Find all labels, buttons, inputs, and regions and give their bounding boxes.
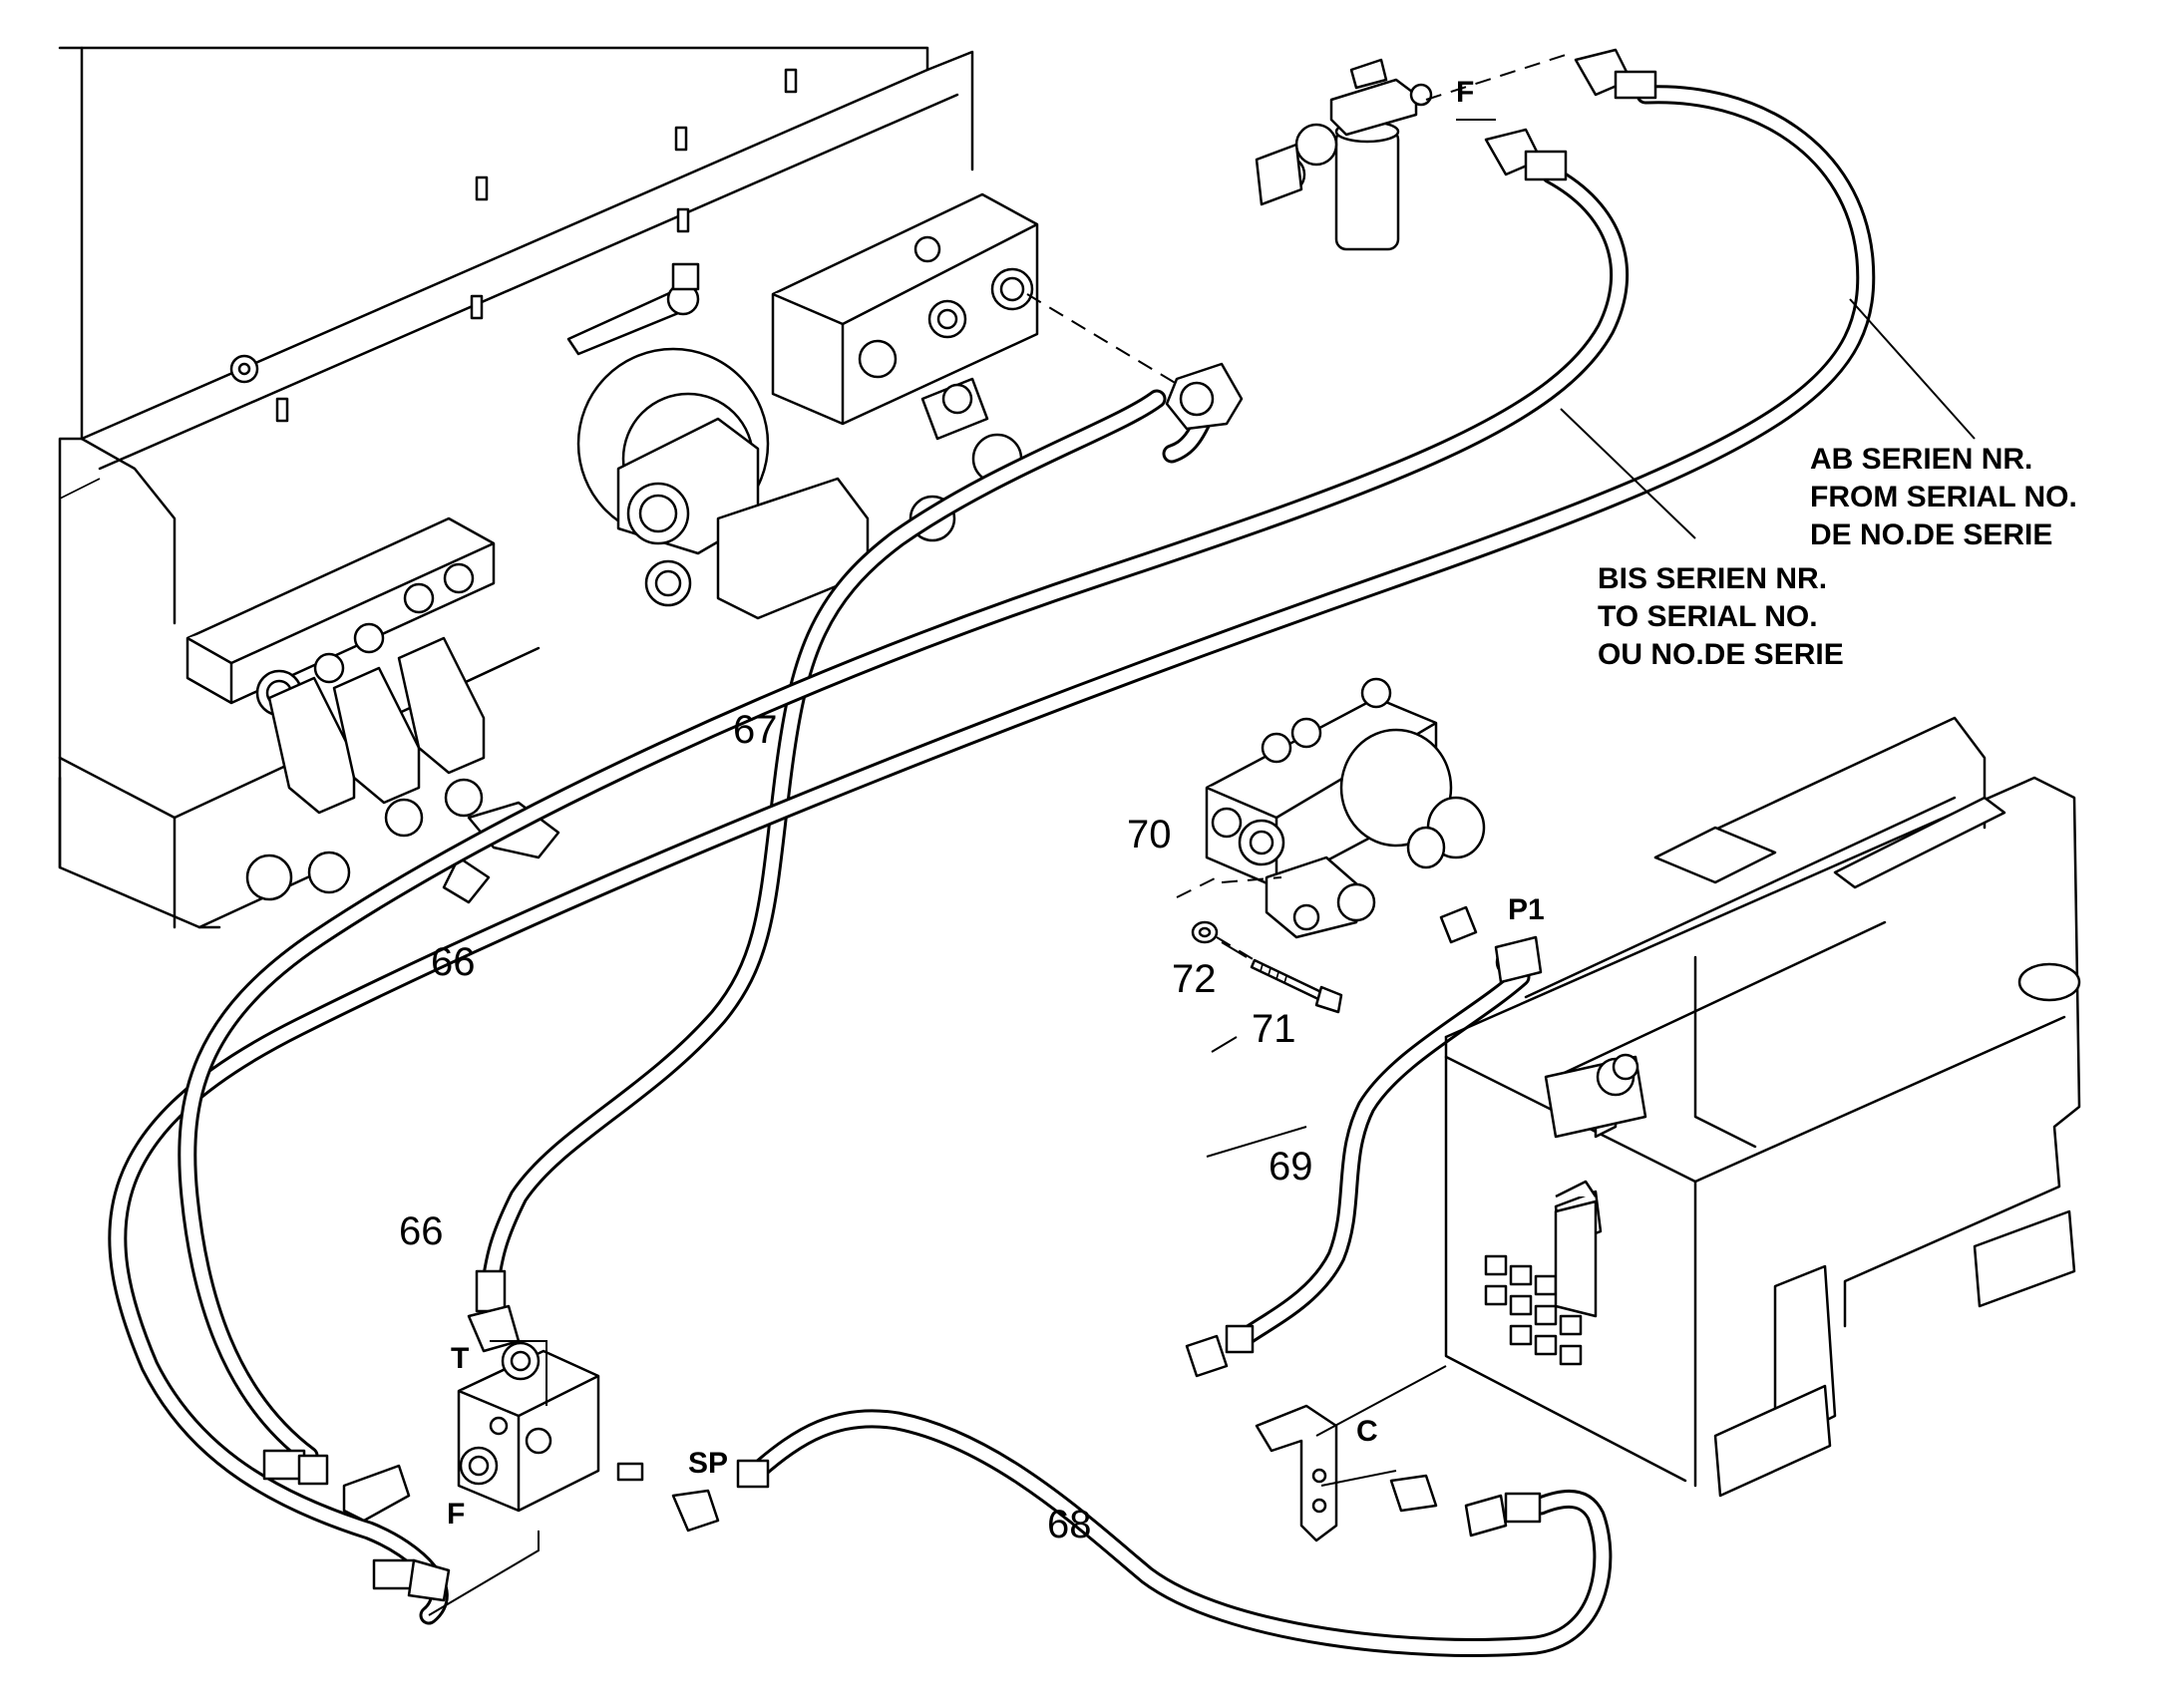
control-valve-70	[1205, 677, 1486, 939]
note-to-line-2: TO SERIAL NO.	[1598, 600, 1818, 633]
label-68: 68	[1047, 1503, 1092, 1546]
pump-assembly	[566, 262, 870, 620]
serial-note-to: BIS SERIEN NR. TO SERIAL NO. OU NO.DE SE…	[1598, 562, 1844, 671]
note-to-line-1: BIS SERIEN NR.	[1598, 562, 1827, 595]
port-f-bottom: F	[447, 1498, 465, 1531]
bracket-c	[1255, 1404, 1338, 1542]
label-67: 67	[733, 708, 778, 752]
tank-chassis	[1444, 716, 2081, 1498]
note-from-line-2: FROM SERIAL NO.	[1810, 481, 2077, 513]
port-sp: SP	[688, 1447, 728, 1480]
machine-frame	[58, 46, 974, 929]
hose-67	[479, 389, 1167, 1306]
callout-labels: 66 66 67 68 69 70 71 72	[399, 708, 1313, 1546]
label-66-upper: 66	[431, 940, 476, 984]
washer-72	[1191, 920, 1219, 944]
label-70: 70	[1127, 813, 1172, 856]
filter-assembly	[1255, 58, 1433, 251]
hose-68	[748, 1409, 1613, 1657]
port-p1: P1	[1508, 893, 1545, 926]
leaders	[428, 54, 1976, 1616]
port-c: C	[1356, 1415, 1378, 1448]
serial-note-from: AB SERIEN NR. FROM SERIAL NO. DE NO.DE S…	[1810, 443, 2077, 551]
port-t: T	[451, 1342, 469, 1375]
label-66-lower: 66	[399, 1209, 444, 1253]
port-labels: F F T SP P1 C	[447, 76, 1545, 1531]
label-71: 71	[1252, 1007, 1296, 1051]
hose-69	[1237, 967, 1531, 1346]
valve-mount-guide	[1176, 876, 1218, 898]
note-from-line-1: AB SERIEN NR.	[1810, 443, 2032, 476]
valve-manifold-left	[185, 516, 560, 904]
tee-block	[457, 1341, 600, 1513]
bolt-guide	[1216, 936, 1256, 961]
port-f-top: F	[1456, 76, 1474, 109]
hose-66-inner	[178, 165, 1630, 1466]
note-from-line-3: DE NO.DE SERIE	[1810, 518, 2052, 551]
label-72: 72	[1172, 957, 1217, 1001]
hose-66-outer	[108, 85, 1876, 1625]
label-69: 69	[1269, 1145, 1313, 1189]
note-to-line-3: OU NO.DE SERIE	[1598, 638, 1844, 671]
valve-mount-guide-2	[1221, 876, 1282, 883]
hose-fittings	[262, 48, 1657, 1602]
bolt-71	[1250, 958, 1343, 1014]
